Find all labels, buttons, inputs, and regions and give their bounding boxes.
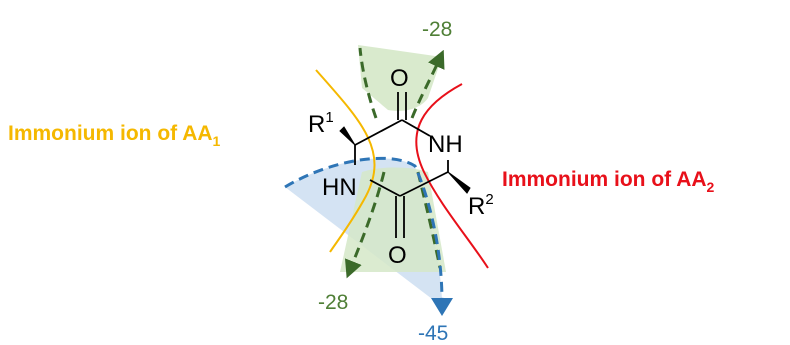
atom-o-top: O [390,65,409,92]
label-immonium-aa2: Immonium ion of AA2 [502,168,715,195]
green-arrow-top-right [410,49,445,119]
label-immonium-aa1: Immonium ion of AA1 [8,122,221,149]
blue-arrowhead [431,298,453,316]
atom-nh-right: NH [428,131,463,158]
cleavage-line-aa2 [415,83,489,269]
atom-o-bottom: O [388,242,407,269]
loss-label-bottom-left: -28 [318,291,348,314]
molecule-bonds [339,92,471,238]
green-arrow-bottom-left [344,171,386,279]
loss-label-bottom-right: -45 [418,322,448,345]
cleavage-line-aa1 [315,69,376,253]
atom-r1: R1 [308,109,334,138]
green-arrow-top-left [358,47,378,119]
atom-r2: R2 [468,191,494,220]
blue-arrow [284,156,444,303]
loss-label-top: -28 [422,18,452,41]
atom-hn-left: HN [322,174,357,201]
